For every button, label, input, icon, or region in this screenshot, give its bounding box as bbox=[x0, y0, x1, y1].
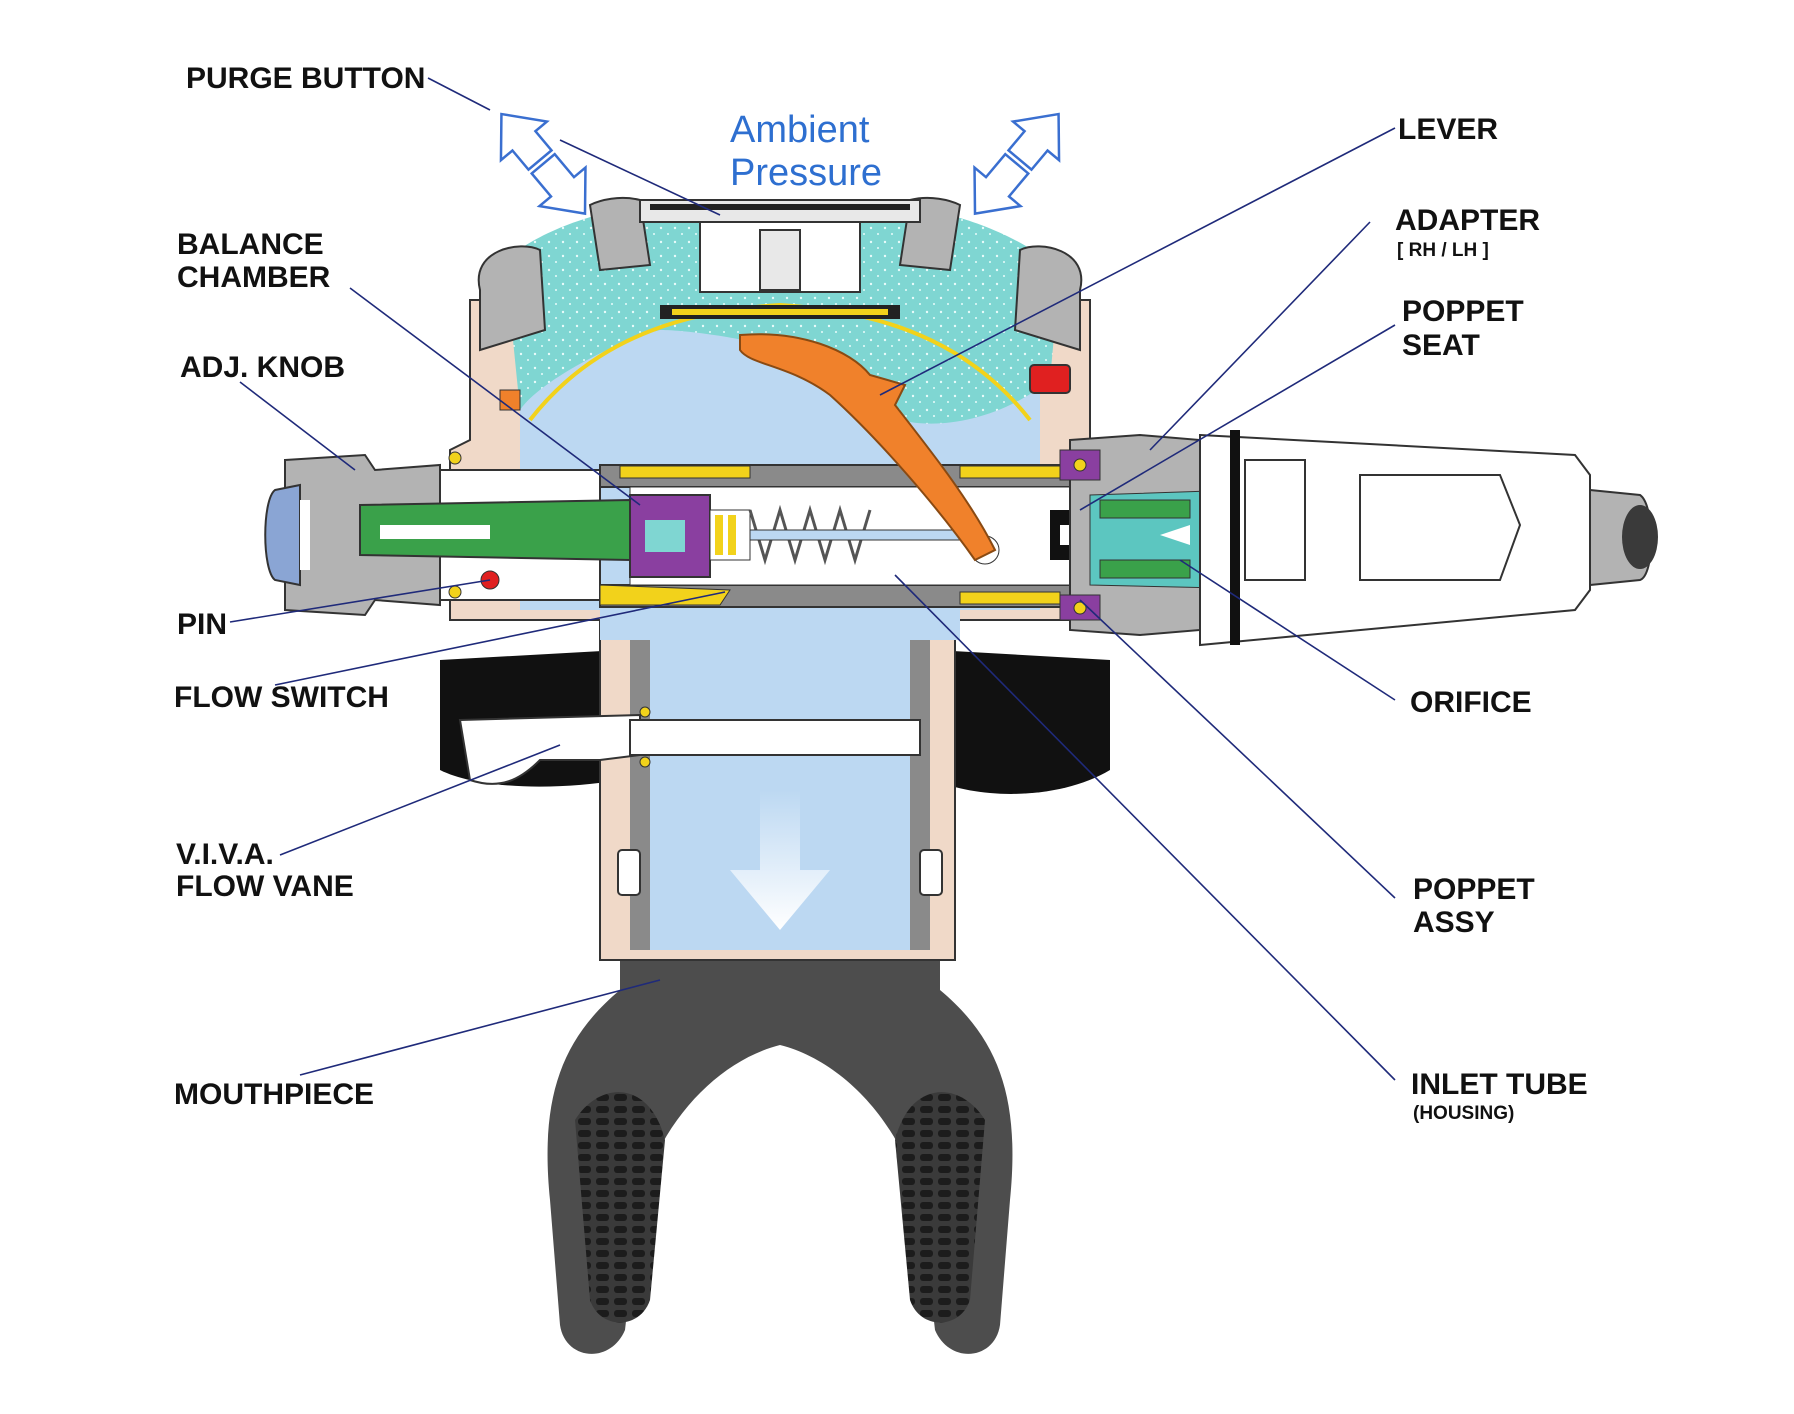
label-poppet-assy-2: ASSY bbox=[1413, 906, 1495, 939]
label-viva-1: V.I.V.A. bbox=[176, 838, 274, 871]
label-balance-chamber-2: CHAMBER bbox=[177, 261, 331, 294]
valve-tube bbox=[599, 464, 1090, 608]
label-orifice: ORIFICE bbox=[1410, 686, 1532, 719]
label-poppet-seat-1: POPPET bbox=[1402, 295, 1524, 328]
label-viva-2: FLOW VANE bbox=[176, 870, 354, 903]
label-adj-knob: ADJ. KNOB bbox=[180, 351, 345, 384]
ambient-arrow-right bbox=[973, 112, 1061, 216]
lever-arm bbox=[739, 333, 997, 562]
label-poppet-seat-2: SEAT bbox=[1402, 329, 1480, 362]
mouthpiece-shape bbox=[547, 935, 1013, 1354]
label-purge-button: PURGE BUTTON bbox=[186, 62, 425, 95]
leader-lines bbox=[229, 77, 1396, 1081]
label-adapter: ADAPTER bbox=[1395, 204, 1540, 237]
label-pin: PIN bbox=[177, 608, 227, 641]
hose-nut bbox=[1199, 430, 1658, 647]
adjustment-shaft bbox=[359, 451, 631, 601]
label-inlet-tube: INLET TUBE bbox=[1411, 1068, 1588, 1101]
label-mouthpiece: MOUTHPIECE bbox=[174, 1078, 374, 1111]
label-flow-switch: FLOW SWITCH bbox=[174, 681, 389, 714]
label-adapter-sub: [ RH / LH ] bbox=[1397, 240, 1489, 261]
ambient-pressure-line2: Pressure bbox=[730, 152, 882, 194]
label-poppet-assy-1: POPPET bbox=[1413, 873, 1535, 906]
label-lever: LEVER bbox=[1398, 113, 1498, 146]
label-inlet-tube-sub: (HOUSING) bbox=[1413, 1103, 1514, 1124]
inlet-tube-housing bbox=[599, 619, 956, 961]
ambient-arrow-left bbox=[499, 112, 587, 216]
ambient-pressure-line1: Ambient bbox=[730, 109, 870, 151]
label-balance-chamber-1: BALANCE bbox=[177, 228, 324, 261]
